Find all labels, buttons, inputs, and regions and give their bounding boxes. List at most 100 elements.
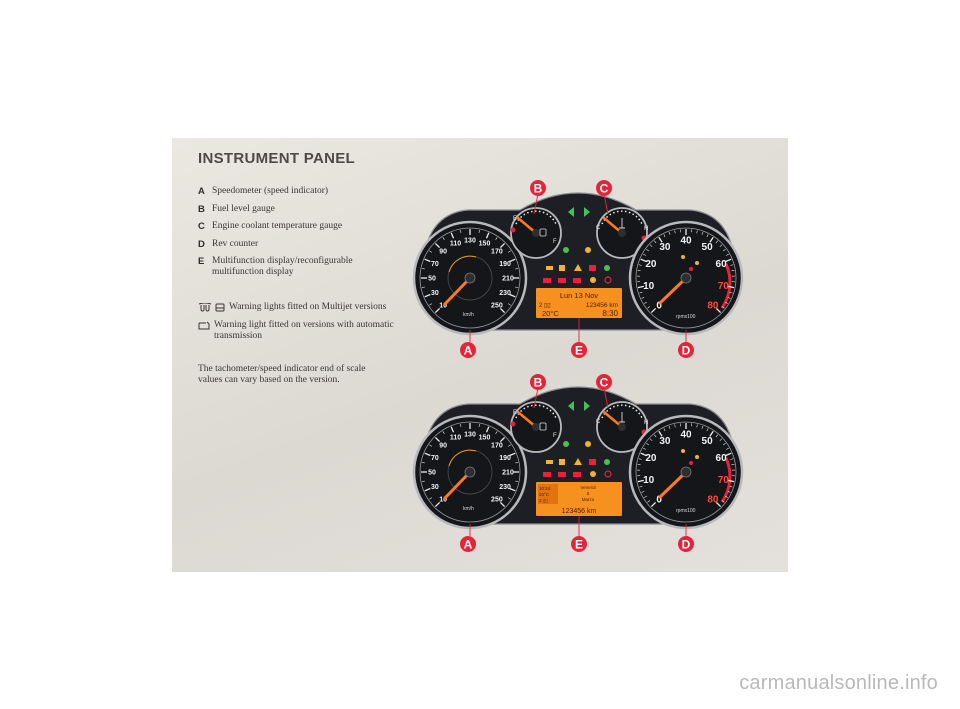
rev-counter-tick [727, 297, 731, 299]
brake-warning-icon [589, 265, 596, 271]
rev-counter-tick [647, 500, 651, 503]
speedometer-tick [429, 497, 432, 500]
speedometer-label: 150 [479, 434, 491, 441]
rev-counter-tick [644, 301, 647, 304]
rev-counter-label: 80 [707, 494, 719, 505]
speedometer-tick [424, 487, 431, 492]
speedometer-label: 70 [431, 261, 439, 268]
speedometer-label: 250 [491, 496, 503, 503]
speedometer-label: 50 [428, 276, 436, 283]
rev-counter-label: 40 [680, 236, 692, 247]
speedometer-label: 230 [499, 290, 511, 297]
callout-e [571, 536, 587, 552]
rev-counter-label: 40 [680, 430, 692, 441]
rev-counter-label: 10 [643, 281, 655, 292]
svg-text:2 ▯▯: 2 ▯▯ [539, 498, 548, 503]
speedometer-tick [424, 293, 431, 298]
low-beam-icon [563, 247, 569, 253]
svg-text:F: F [553, 239, 557, 245]
battery-icon [543, 278, 551, 283]
svg-text:E: E [575, 344, 583, 358]
rev-counter-tick [639, 485, 643, 488]
rev-counter-tick [637, 270, 641, 272]
speedometer-tick [434, 242, 441, 249]
speedometer-label: 170 [491, 443, 503, 450]
glow-plug-icon [198, 303, 212, 312]
callout-c [596, 374, 612, 390]
speedometer-tick [478, 229, 480, 233]
fuel-gauge: E F [510, 401, 562, 453]
rev-counter-tick [639, 291, 643, 294]
rev-counter-tick [663, 234, 666, 238]
general-warning-icon [574, 264, 582, 271]
rev-counter-label: 30 [659, 242, 671, 253]
rev-counter-tick [731, 270, 735, 272]
rev-counter-label: 30 [659, 436, 671, 447]
rev-counter-needle [658, 470, 688, 499]
rev-counter-tick [719, 438, 723, 442]
rev-counter-tick [728, 285, 735, 289]
rev-counter-label: 20 [645, 453, 657, 464]
svg-text:Venerdi: Venerdi [580, 485, 595, 490]
rev-counter-tick [727, 491, 731, 493]
rev-counter-tick [728, 479, 735, 483]
callout-d [678, 342, 694, 358]
svg-text:2 ▯▯: 2 ▯▯ [539, 303, 551, 309]
speedometer-label: 90 [439, 249, 447, 256]
speedometer-tick [515, 286, 519, 288]
rev-counter-tick [701, 425, 704, 429]
rev-counter-tick [721, 306, 725, 309]
speedometer-tick [499, 501, 506, 508]
rev-counter-tick [725, 258, 732, 263]
speedometer-tick [485, 232, 490, 239]
rev-counter-label: 20 [645, 259, 657, 270]
rev-counter-tick [730, 458, 734, 460]
rev-counter-tick [725, 447, 729, 450]
oil-pressure-icon [573, 472, 581, 477]
rev-counter-tick [725, 301, 728, 304]
speedometer-label: 110 [450, 434, 461, 441]
rev-counter-tick [719, 244, 723, 248]
svg-text:D: D [682, 538, 691, 552]
svg-text:C: C [600, 182, 609, 196]
rev-counter-tick [646, 442, 649, 446]
rev-counter-tick [668, 231, 671, 235]
thermometer-icon [619, 412, 625, 423]
speedometer-label: 230 [499, 484, 511, 491]
rev-counter-tick [658, 430, 663, 437]
svg-text:10:24: 10:24 [539, 486, 551, 491]
rev-counter-tick [643, 253, 647, 256]
rev-unit: rpmx100 [676, 508, 696, 514]
battery-icon [543, 472, 551, 477]
svg-text:123456 km: 123456 km [562, 508, 597, 515]
speedometer-tick [421, 480, 425, 482]
speedometer-label: 90 [439, 443, 447, 450]
svg-text:D: D [682, 344, 691, 358]
glow-plug-icon [546, 266, 553, 270]
rev-counter-tick [725, 495, 728, 498]
rev-counter-tick [653, 434, 657, 438]
speedometer-label: 50 [428, 470, 436, 477]
thermometer-icon [619, 218, 625, 229]
rev-counter-label: 0 [656, 300, 662, 311]
rev-counter-tick [644, 495, 647, 498]
speedometer-tick [485, 426, 490, 433]
speedometer-tick [421, 268, 425, 270]
rev-counter-tick [646, 248, 649, 252]
gearbox-failure-icon [198, 321, 210, 330]
rev-counter-tick [638, 458, 642, 460]
speedometer-label: 30 [431, 484, 439, 491]
speedometer-tick [450, 232, 455, 239]
svg-text:Lun 13 Nov: Lun 13 Nov [560, 291, 599, 300]
svg-text:5: 5 [587, 491, 590, 496]
speedometer-tick [429, 303, 432, 306]
rev-counter-tick [709, 236, 714, 243]
speedometer-tick [508, 250, 511, 253]
speedometer-tick [508, 497, 511, 500]
svg-text:C: C [596, 419, 601, 425]
rev-counter-tick [701, 231, 704, 235]
